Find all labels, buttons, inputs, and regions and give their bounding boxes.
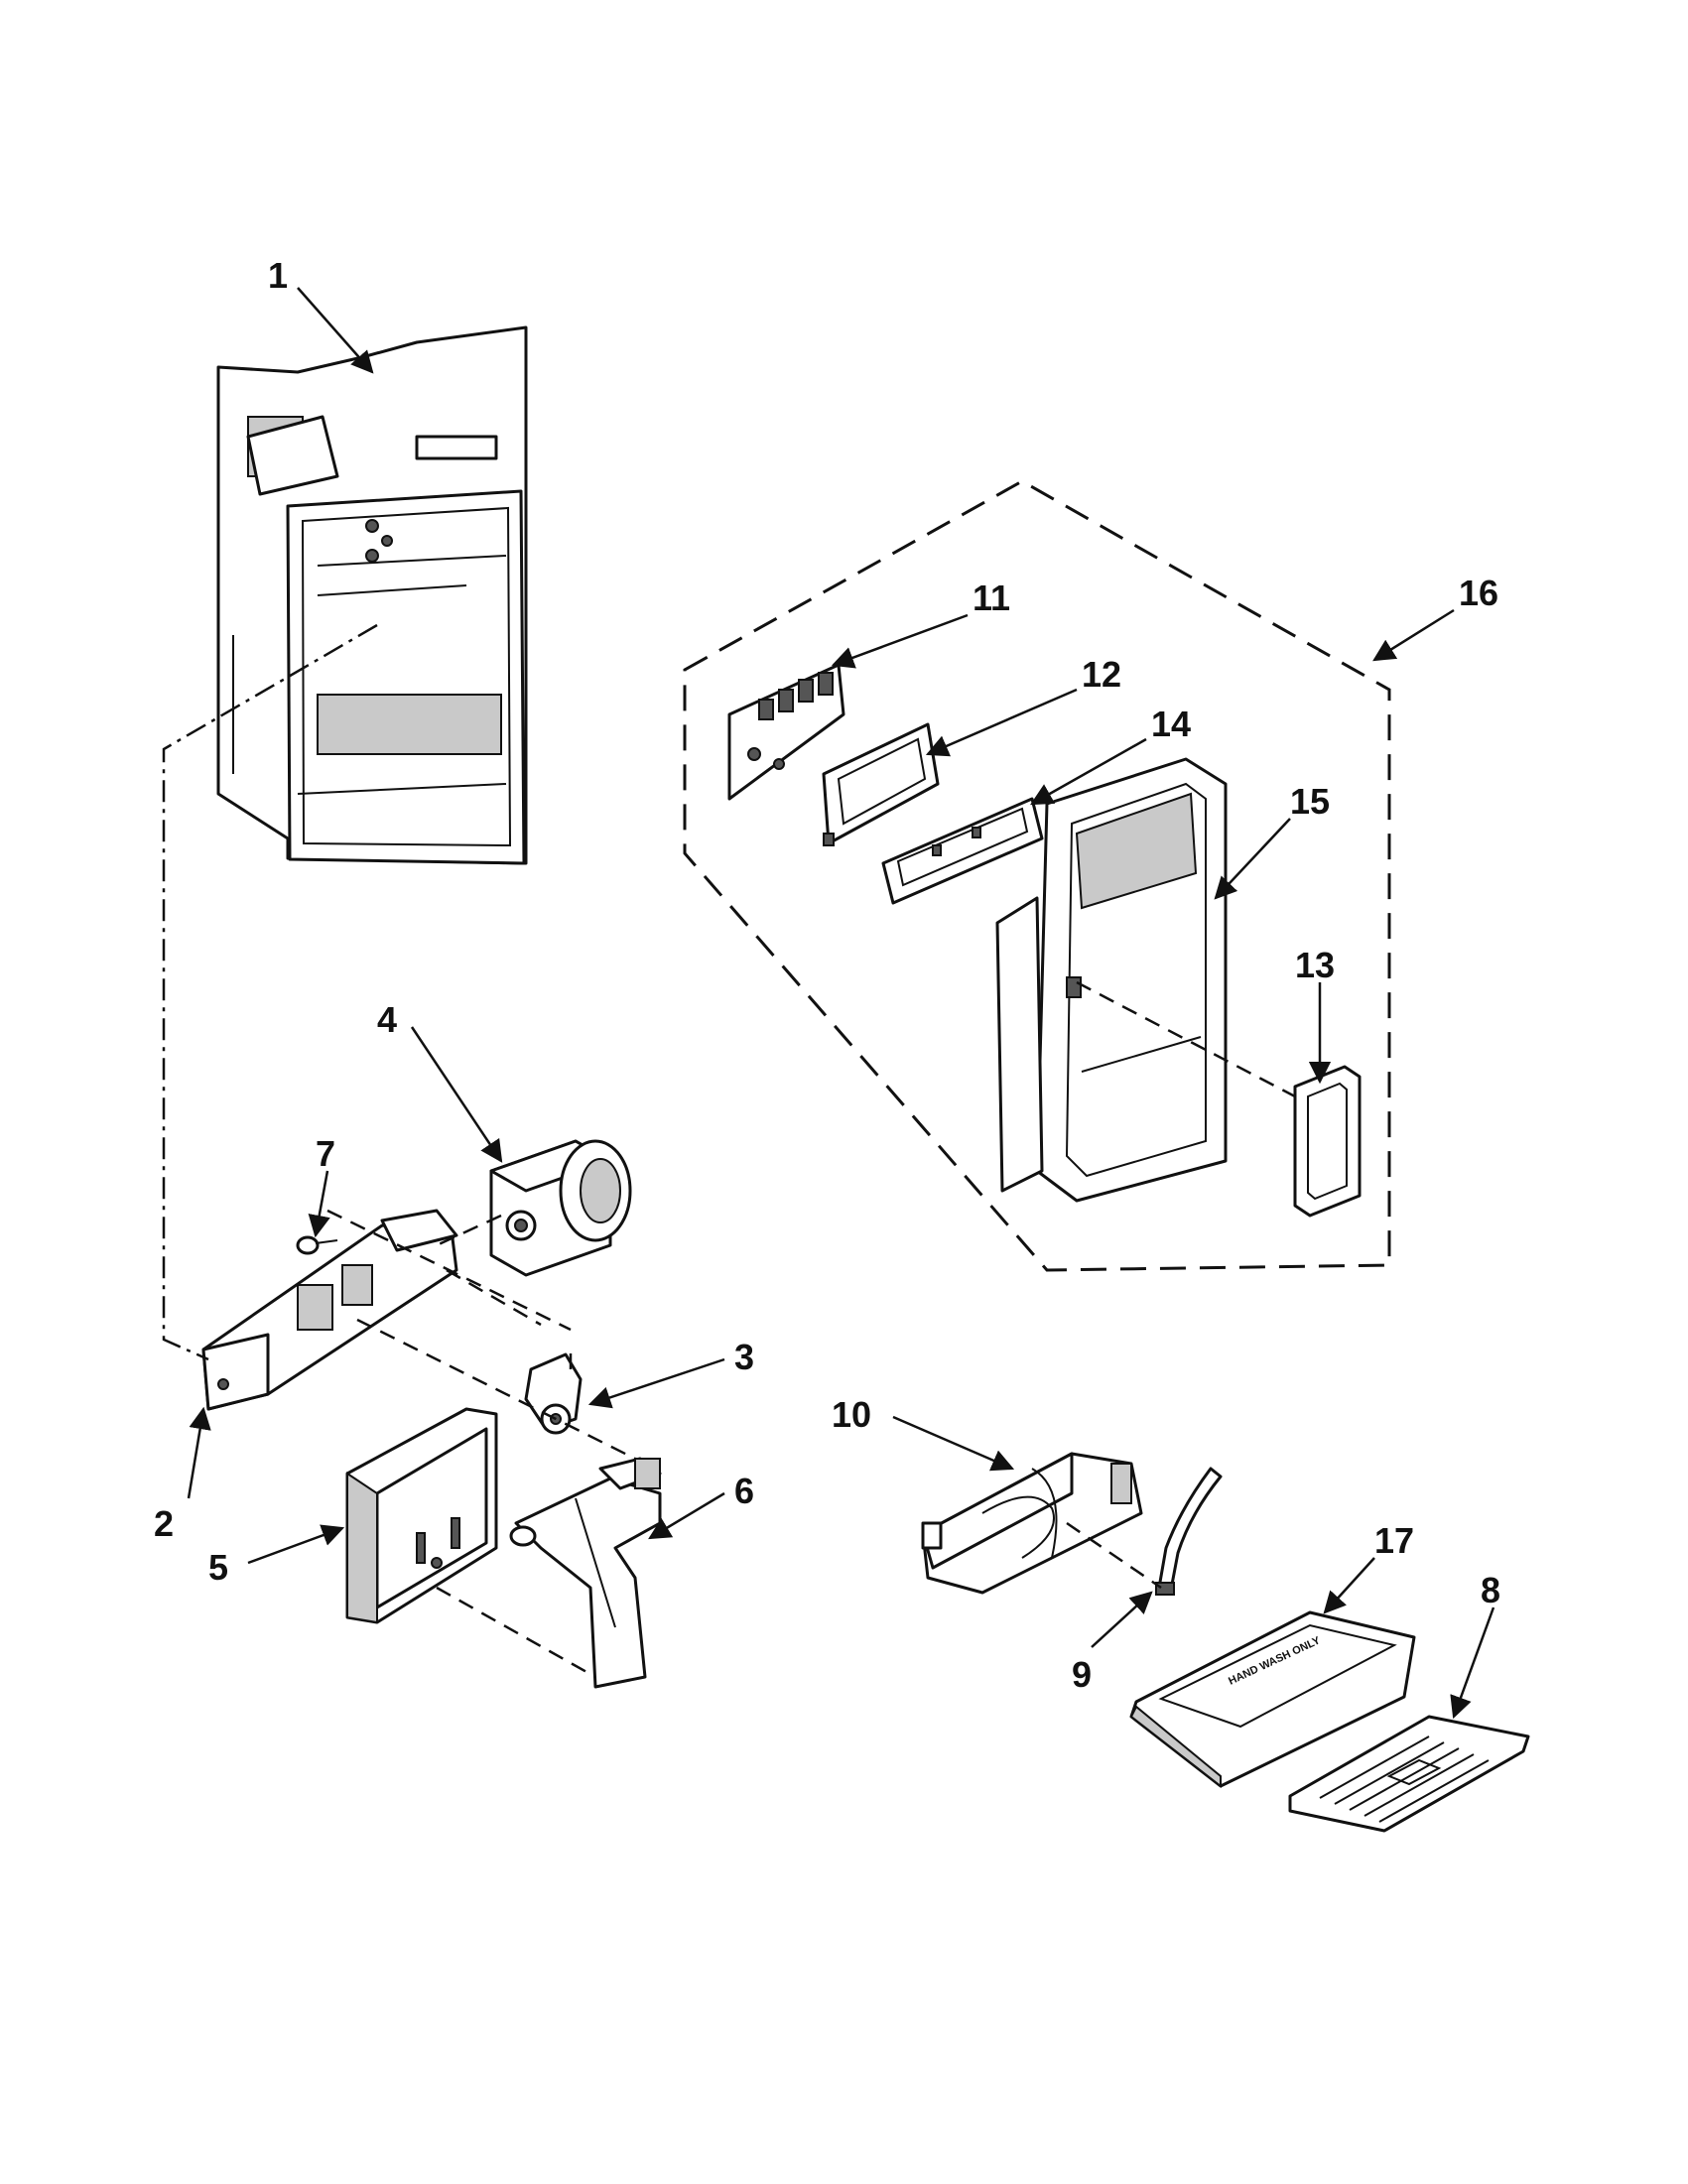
- part-1-dispenser-housing[interactable]: [216, 325, 528, 865]
- part-9-tube[interactable]: [1155, 1467, 1223, 1596]
- part-4-motor[interactable]: [489, 1139, 632, 1277]
- part-3-actuator[interactable]: [524, 1352, 583, 1435]
- assembly-lines: [162, 623, 1296, 1679]
- part-5-paddle-cover[interactable]: [345, 1407, 498, 1624]
- callout-15: 15: [1290, 781, 1330, 822]
- callout-3: 3: [734, 1337, 754, 1377]
- part-12-board-holder[interactable]: [822, 722, 940, 846]
- callout-11: 11: [973, 578, 1010, 618]
- callout-17: 17: [1374, 1520, 1414, 1561]
- callout-10: 10: [832, 1394, 871, 1435]
- callout-14: 14: [1151, 704, 1191, 744]
- callout-13: 13: [1295, 945, 1335, 985]
- callout-8: 8: [1481, 1570, 1500, 1610]
- part-14-bracket[interactable]: [881, 797, 1044, 905]
- callout-6: 6: [734, 1471, 754, 1511]
- callout-5: 5: [208, 1547, 228, 1588]
- part-11-control-board[interactable]: [727, 663, 845, 801]
- part-8-grille[interactable]: [1288, 1715, 1530, 1833]
- callout-labels: 1 2 3 4 5 6 7 8 9 10 11 12 13 14 15 16 1…: [154, 255, 1500, 1695]
- part-7-screw[interactable]: [296, 1235, 338, 1255]
- callout-16: 16: [1459, 573, 1498, 613]
- part-13-button[interactable]: [1293, 1065, 1362, 1218]
- callout-leaders: [187, 287, 1495, 1720]
- callout-9: 9: [1072, 1654, 1092, 1695]
- callout-7: 7: [316, 1133, 335, 1174]
- part-15-dispenser-frame[interactable]: [995, 757, 1228, 1203]
- part-2-lever-bracket[interactable]: [201, 1209, 458, 1411]
- part-6-chute-door[interactable]: [509, 1457, 662, 1689]
- callout-2: 2: [154, 1503, 174, 1544]
- callout-1: 1: [268, 255, 288, 296]
- part-10-bracket[interactable]: [921, 1452, 1143, 1595]
- callout-4: 4: [377, 999, 397, 1040]
- part-16-group-outline: [683, 479, 1391, 1272]
- callout-12: 12: [1082, 654, 1121, 695]
